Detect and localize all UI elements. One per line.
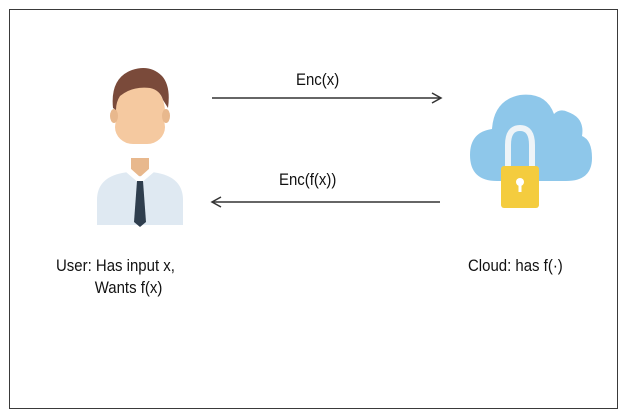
- user-ear-right: [162, 109, 170, 123]
- user-caption: User: Has input x, Wants f(x): [56, 255, 232, 299]
- user-icon: [97, 68, 183, 227]
- user-collar: [126, 168, 154, 184]
- arrow-to-user: [210, 196, 440, 208]
- user-tie: [134, 181, 146, 227]
- cloud-lock-icon: [470, 94, 592, 208]
- user-jaw: [115, 110, 165, 144]
- padlock-shackle: [505, 124, 535, 170]
- user-caption-line-2: Wants f(x): [94, 278, 163, 297]
- cloud-caption: Cloud: has f(·): [468, 256, 563, 275]
- padlock-keyhole-slot: [518, 183, 522, 192]
- user-hair: [112, 68, 169, 110]
- user-ear-left: [110, 109, 118, 123]
- arrow-label-enc-fx: Enc(f(x)): [279, 170, 337, 189]
- user-caption-line-1: User: Has input x,: [56, 256, 175, 275]
- arrow-label-enc-x: Enc(x): [296, 70, 340, 89]
- padlock-keyhole: [516, 178, 524, 186]
- diagram-canvas: [97, 68, 592, 227]
- arrow-to-cloud: [212, 92, 443, 104]
- user-neck: [131, 158, 149, 176]
